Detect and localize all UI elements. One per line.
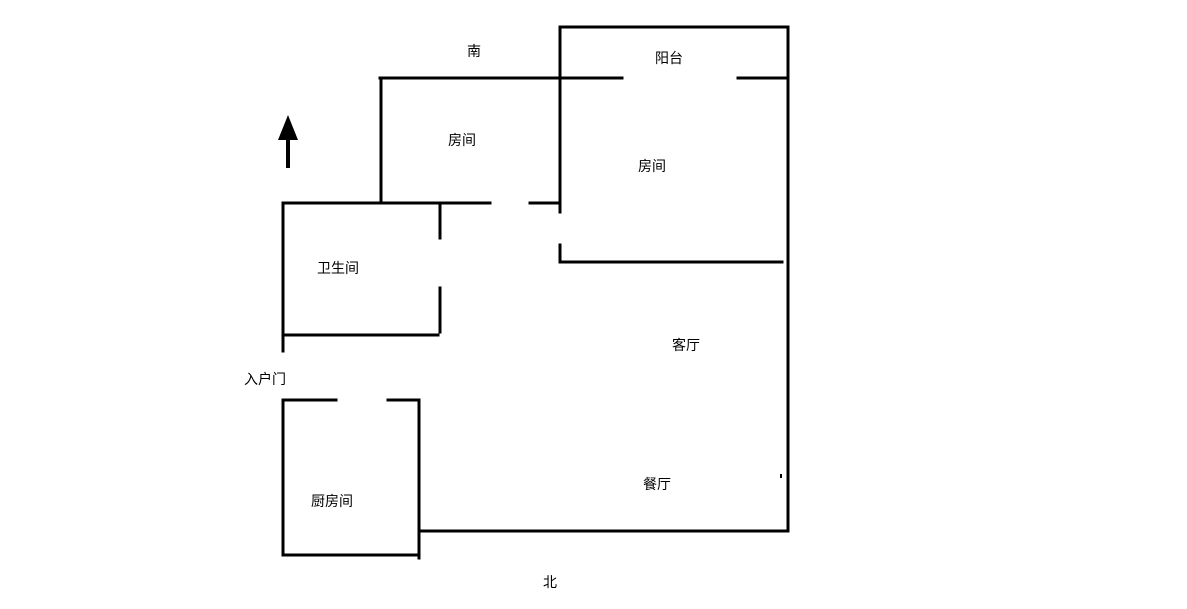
label-room-left: 房间 bbox=[448, 133, 476, 149]
label-bathroom: 卫生间 bbox=[317, 261, 359, 277]
label-kitchen: 厨房间 bbox=[311, 494, 353, 510]
label-balcony: 阳台 bbox=[655, 51, 683, 67]
label-living-room: 客厅 bbox=[672, 338, 700, 354]
label-entrance-door: 入户门 bbox=[244, 372, 286, 388]
label-dining-room: 餐厅 bbox=[643, 477, 671, 493]
label-north: 北 bbox=[543, 575, 557, 591]
label-south: 南 bbox=[467, 44, 481, 60]
label-room-right: 房间 bbox=[638, 159, 666, 175]
north-arrow-icon bbox=[278, 115, 298, 168]
